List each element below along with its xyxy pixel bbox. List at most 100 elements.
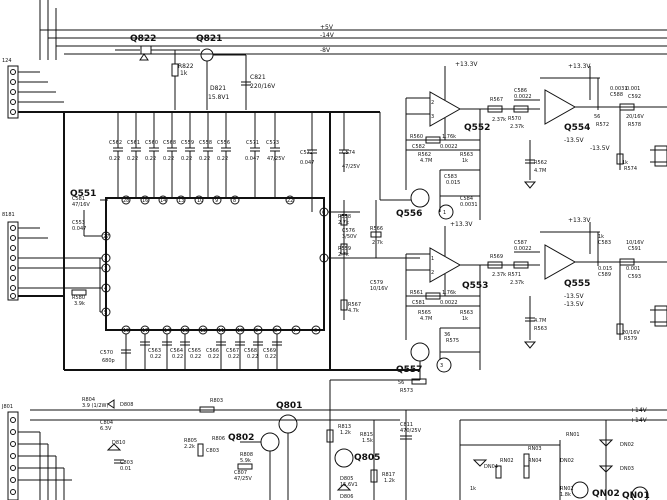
bottom-part: DN02 bbox=[560, 458, 574, 464]
bottom-part: R808 bbox=[240, 452, 253, 458]
pin-num: 17 bbox=[142, 328, 148, 334]
right-part: R567 bbox=[348, 302, 361, 308]
lower-part: R571 bbox=[508, 272, 521, 278]
bottom-part: C807 bbox=[234, 470, 247, 476]
right-edge bbox=[650, 145, 667, 327]
c570-label: C570 bbox=[100, 350, 113, 356]
cap-value: 0.22 bbox=[163, 156, 174, 162]
upper-part: R562 bbox=[418, 152, 431, 158]
upper-part: R563 bbox=[460, 152, 473, 158]
lower-part: C591 bbox=[628, 246, 641, 252]
upper-part: R567 bbox=[490, 97, 503, 103]
q552-label: Q552 bbox=[464, 123, 490, 133]
bottom-part: RN03 bbox=[528, 446, 542, 452]
cap-label: C568 bbox=[163, 140, 176, 146]
lower-part: C589 bbox=[598, 272, 611, 278]
lower-part: 0.015 bbox=[598, 266, 612, 272]
pin-num: 14 bbox=[164, 328, 170, 334]
c581-label: C581 bbox=[72, 196, 85, 202]
pin-num: 19 bbox=[123, 328, 129, 334]
cap-label: C561 bbox=[127, 140, 140, 146]
bottom-part: DN03 bbox=[620, 466, 634, 472]
rail-m14v: -14V bbox=[320, 32, 335, 39]
bottom-part: C803 bbox=[120, 460, 133, 466]
ic-bottom-pins: 19 17 14 13 12 11 10 9 8 7 6 bbox=[121, 325, 321, 335]
opamp-lower: +13.3V +13.3V 1 2 Q553 R569 2.37k R571 2… bbox=[330, 217, 667, 394]
cap-value: 0.22 bbox=[247, 354, 258, 360]
bottom-part: R815 bbox=[360, 432, 373, 438]
cap-value: 0.22 bbox=[145, 156, 156, 162]
qn01-label: QN01 bbox=[622, 491, 650, 500]
lower-part: 0.0022 bbox=[514, 246, 532, 252]
bottom-part: RN02 bbox=[560, 486, 574, 492]
cap-label: C573 bbox=[266, 140, 279, 146]
cap-label: C559 bbox=[181, 140, 194, 146]
upper-part: C584 bbox=[460, 196, 473, 202]
cap-label: C562 bbox=[109, 140, 122, 146]
bottom-part: 1.5k bbox=[362, 438, 373, 444]
upper-part: C588 bbox=[610, 92, 623, 98]
cap-value: 0.22 bbox=[127, 156, 138, 162]
pin-num: 6 bbox=[322, 210, 325, 216]
lower-part: 10/16V bbox=[626, 240, 644, 246]
pin-num: 1 bbox=[104, 256, 107, 262]
upper-part: 2.37k bbox=[510, 124, 524, 130]
lower-part: R561 bbox=[410, 290, 423, 296]
pin-num: 22 bbox=[287, 198, 293, 204]
upper-part: 1k bbox=[462, 158, 468, 164]
lower-part: 4.7M bbox=[420, 316, 432, 322]
upper-part: 56 bbox=[594, 114, 600, 120]
upper-part: 0.0031 bbox=[610, 86, 628, 92]
bottom-part: R813 bbox=[338, 424, 351, 430]
upper-part: 4.7M bbox=[534, 168, 546, 174]
rail-m13v-upper: -13.5V bbox=[564, 137, 585, 144]
bottom-part: 1.2k bbox=[340, 430, 351, 436]
pin-mark: 2 bbox=[431, 100, 434, 106]
c553-value: 0.047 bbox=[72, 226, 86, 232]
pin-num: 12 bbox=[200, 328, 206, 334]
bottom-part: C803 bbox=[206, 448, 219, 454]
bottom-part: R805 bbox=[184, 438, 197, 444]
bottom-part: 1.2k bbox=[384, 478, 395, 484]
rail-p13v-upper: +13.3V bbox=[455, 61, 478, 68]
upper-part: R574 bbox=[624, 166, 637, 172]
cap-label: C566 bbox=[206, 348, 219, 354]
upper-part: C592 bbox=[628, 94, 641, 100]
bottom-part: 6.3V bbox=[100, 426, 112, 432]
cap-value: 0.22 bbox=[208, 354, 219, 360]
lower-part: 56 bbox=[398, 380, 404, 386]
power-section: J801 R804 3.9 (1/2W) D808 R803 C804 6.3V… bbox=[1, 380, 667, 500]
cap-value: 0.22 bbox=[172, 354, 183, 360]
upper-part: R570 bbox=[508, 116, 521, 122]
lower-part: 1.76k bbox=[442, 290, 456, 296]
connector-124-label: 124 bbox=[2, 58, 12, 64]
c821-label: C821 bbox=[250, 74, 266, 81]
bottom-part: DN04 bbox=[484, 464, 498, 470]
upper-part: 0.0022 bbox=[514, 94, 532, 100]
bottom-part: R804 bbox=[82, 397, 95, 403]
connector-8181: 8181 C581 47/16V C553 0.047 R580 3.9k bbox=[2, 196, 102, 313]
cap-value: 0.22 bbox=[199, 156, 210, 162]
bottom-part: 2.2k bbox=[184, 444, 195, 450]
rail-m13v-lower: -13.5V bbox=[564, 293, 585, 300]
pin-mark: 3 bbox=[431, 114, 434, 120]
lower-part: R575 bbox=[446, 338, 459, 344]
lower-part: R565 bbox=[418, 310, 431, 316]
ic-top-pins: 28 16 14 13 10 9 8 22 6 bbox=[121, 195, 329, 217]
cap-label: C556 bbox=[217, 140, 230, 146]
right-part: C579 bbox=[370, 280, 383, 286]
rail-p5v: +5V bbox=[320, 24, 334, 31]
rail-m8v: -8V bbox=[320, 47, 331, 54]
d821-label: D821 bbox=[210, 85, 226, 92]
pin-num: 10 bbox=[237, 328, 243, 334]
pin-mark: 2 bbox=[431, 270, 434, 276]
rail-p13v-lower: +13.3V bbox=[450, 221, 473, 228]
upper-part: 0.0022 bbox=[440, 144, 458, 150]
pin-num: 9 bbox=[215, 198, 218, 204]
connector-j801-label: J801 bbox=[1, 404, 13, 410]
q801-label: Q801 bbox=[276, 401, 302, 411]
bottom-part: 470/25V bbox=[400, 428, 422, 434]
pin-num: 8 bbox=[233, 198, 236, 204]
upper-part: 0.015 bbox=[446, 180, 460, 186]
